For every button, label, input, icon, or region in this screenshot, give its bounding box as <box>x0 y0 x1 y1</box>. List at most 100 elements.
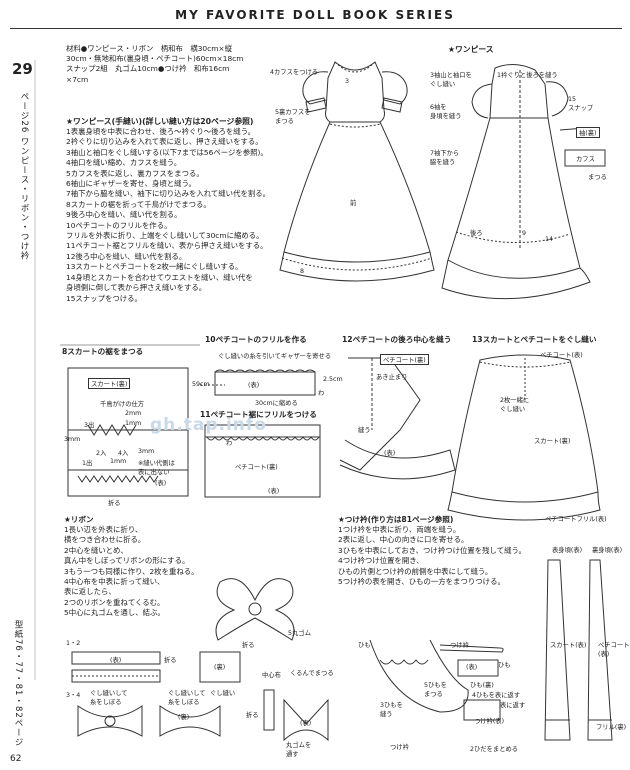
label: つけ衿 <box>450 642 469 649</box>
step-item: 1表裏身頃を中表に合わせ、後ろ〜衿ぐり〜後ろを縫う。 <box>66 127 256 136</box>
label: ひも(裏) <box>470 682 494 689</box>
step-item: 5カフスを表に返し、裏カフスをまつる。 <box>66 168 204 178</box>
gather-title: 13スカートとペチコートをぐし縫い <box>472 335 597 344</box>
step-item: 2中心を縫いとめ、 <box>64 545 128 555</box>
label: 丸ゴムを 通す <box>286 742 312 758</box>
label: スカート(表) <box>550 642 587 649</box>
label: 3mm <box>64 436 81 443</box>
step-item: 11ペチコート裾とフリルを縫い、表から押さえ縫いをする。 <box>66 241 268 251</box>
step-item: 身頃側に倒して表から押さえ縫いをする。 <box>66 283 207 293</box>
label: 3mm <box>138 448 155 455</box>
step-item: フリルを外表に折り、上端をぐし縫いして30cmに縮める。 <box>66 231 264 241</box>
label: 9 <box>522 230 527 237</box>
label: 千鳥がけの仕方 <box>100 401 145 408</box>
label: ペチコートフリル(表) <box>545 516 607 523</box>
label: 8 <box>300 268 305 275</box>
hem-diagram <box>67 367 189 497</box>
label: 1・2 <box>66 640 81 647</box>
label: ペチコート(裏) <box>235 464 278 471</box>
onepiece-steps-list: 1表裏身頃を中表に合わせ、後ろ〜衿ぐり〜後ろを縫う。 2衿ぐりに切り込みを入れて… <box>66 127 296 304</box>
step-item: 3ひもを中表にしておき、つけ衿つけ位置を残して縫う。 <box>338 545 526 555</box>
label: (裏) <box>214 664 226 671</box>
step-item: 2つのリボンを重ねてくるむ。 <box>64 597 165 607</box>
step-item: 3もう一つも同様に作り、2枚を重ねる。 <box>64 566 199 576</box>
front-dress-illustration <box>279 61 435 282</box>
label: 2枚一緒に ぐし縫い <box>500 397 530 413</box>
label: (表) <box>300 720 312 727</box>
chapter-number: 29 <box>12 60 33 78</box>
label: ひも <box>498 662 511 669</box>
step-item: 14身頃とスカートを合わせてウエストを縫い、縫い代を <box>66 272 253 282</box>
petticoat-frill-diagram <box>204 424 321 498</box>
step-item: 4袖口を縫い縮め、カフスを縫う。 <box>66 158 182 168</box>
label: 折る <box>108 500 121 507</box>
step-item: 10ペチコートのフリルを作る。 <box>66 220 172 230</box>
label: (表) <box>110 657 122 664</box>
label: (表) <box>268 488 280 495</box>
label: 3出 <box>84 422 95 429</box>
watermark: gh.tap.info <box>150 415 267 435</box>
label: 5ひもを まつる <box>424 682 447 698</box>
back-dress-illustration <box>441 64 606 300</box>
label: (表) <box>466 664 478 671</box>
step-item: 2表に返し、中心の向きに口を寄せる。 <box>338 535 469 545</box>
label: ぐし縫い <box>210 690 236 697</box>
step-item: 12後ろ中心を縫い、縫い代を割る。 <box>66 251 187 261</box>
label: 1mm <box>125 420 142 427</box>
step-item: ひもの片側とつけ衿の前側を中表にして縫う。 <box>338 566 493 576</box>
header-rule <box>10 28 622 29</box>
petti-hem-title: 11ペチコート裾にフリルをつける <box>200 410 317 419</box>
label: 1出 <box>82 460 93 467</box>
label: 7袖下から 脇を縫う <box>430 150 460 166</box>
step-item: 7袖下から脇を縫い、袖下に切り込みを入れて縫い代を割る。 <box>66 189 271 199</box>
label: ペチコート(表) <box>540 352 583 359</box>
label: (表) <box>155 480 167 487</box>
label: 2mm <box>125 410 142 417</box>
step-item: 横をつき合わせに折る。 <box>64 535 146 545</box>
label: 3ひもを 縫う <box>380 702 403 718</box>
label: つけ衿 <box>390 744 409 751</box>
label: 折る <box>246 712 259 719</box>
page-number: 62 <box>10 754 22 764</box>
step-item: 4つけ衿つけ位置を開き、 <box>338 556 424 566</box>
step-item: 2衿ぐりに切り込みを入れて表に返し、押さえ縫いをする。 <box>66 137 263 147</box>
label: 6袖を 身頃を縫う <box>430 104 462 120</box>
back-dress-title: ★ワンピース <box>448 45 494 54</box>
label: ペチコート(裏) <box>380 354 429 365</box>
label: 59cm <box>192 381 210 388</box>
step-item: 1長い辺を外表に折り、 <box>64 525 143 534</box>
label: 1衿ぐりと後ろを縫う <box>497 72 558 79</box>
chapter-subtitle: ページ26 ワンピース・リボン・つけ衿 <box>19 92 29 261</box>
step-item: 9後ろ中心を縫い、縫い代を割る。 <box>66 210 182 220</box>
label: 2ひだをまとめる <box>470 746 519 753</box>
label: ※縫い代側は 表に出ない <box>138 460 175 476</box>
label: ひも <box>358 642 371 649</box>
label: 折る <box>242 642 255 649</box>
label: 裏身頃(表) <box>592 547 623 554</box>
frill-title: 10ペチコートのフリルを作る <box>205 335 307 344</box>
label: 折る <box>164 657 177 664</box>
label: 表に返す <box>500 702 526 709</box>
label: (表) <box>384 450 396 457</box>
book-series-title: MY FAVORITE DOLL BOOK SERIES <box>175 8 455 22</box>
label: 14 <box>545 236 554 243</box>
gathered-skirt-diagram <box>447 354 601 521</box>
label: 15 スナップ <box>568 96 594 112</box>
label: あき止まり <box>376 374 408 381</box>
step-item: 6袖山にギャザーを寄せ、身頃と縫う。 <box>66 179 196 189</box>
step-item: 15スナップをつける。 <box>66 293 142 303</box>
label: スカート(裏) <box>88 378 131 389</box>
label: カフス <box>576 156 595 163</box>
label: 2.5cm <box>323 376 343 383</box>
label: 表身頃(表) <box>552 547 583 554</box>
label: ぐし縫いの糸を引いてギャザーを寄せる <box>218 353 332 360</box>
label: わ <box>226 440 233 447</box>
label: 2入 <box>96 450 107 457</box>
ribbon-diagrams <box>71 578 329 742</box>
collar-diagrams <box>369 559 613 741</box>
back-center-title: 12ペチコートの後ろ中心を縫う <box>342 335 452 344</box>
collar-steps-list: 1つけ衿を中表に折り、両端を縫う。 2表に返し、中心の向きに口を寄せる。 3ひも… <box>338 525 553 587</box>
label: 30cmに縮める <box>255 400 298 407</box>
step-item: 3袖山と袖口をぐし縫いする(以下7までは56ページを参照)。 <box>66 147 268 157</box>
label: 後ろ <box>470 230 483 237</box>
